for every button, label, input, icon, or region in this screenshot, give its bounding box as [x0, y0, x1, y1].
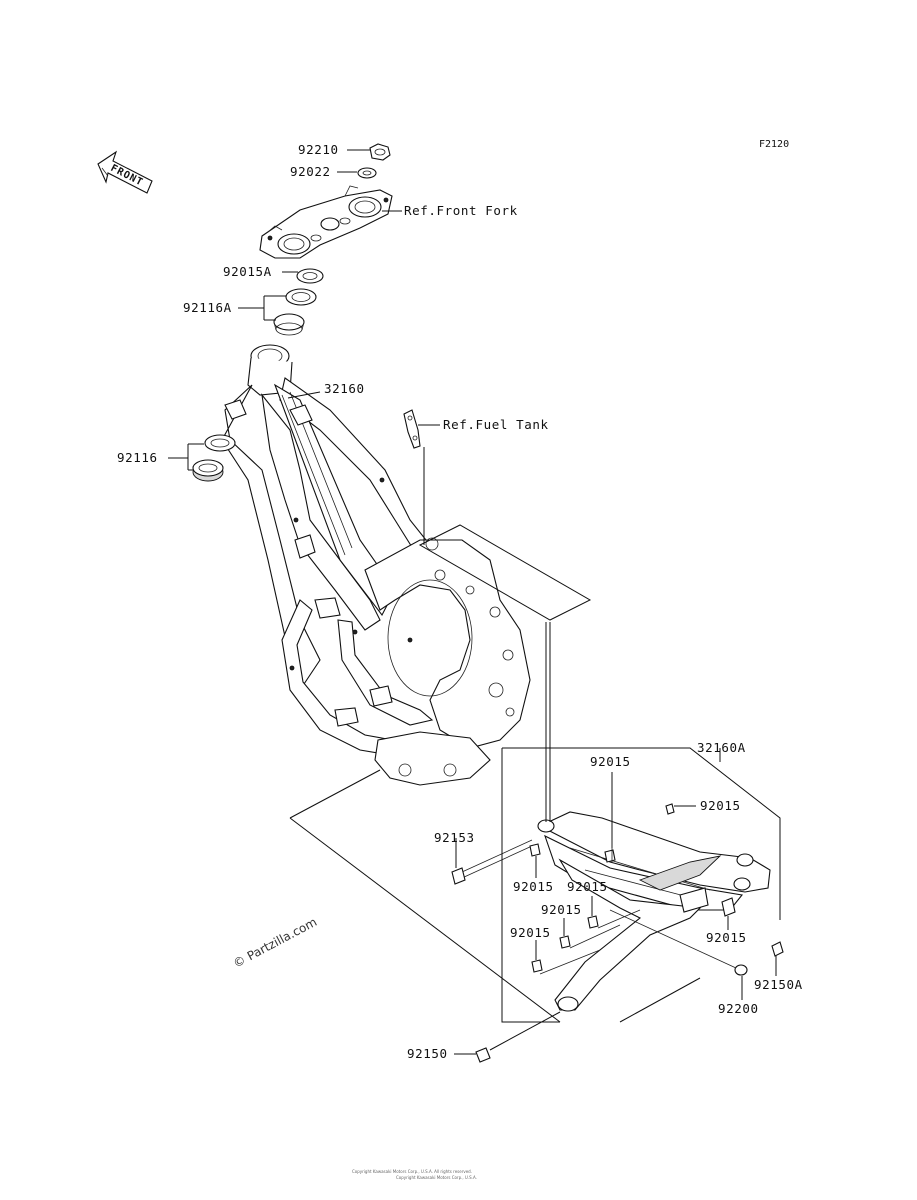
bolt-92153[interactable]: [451, 839, 533, 885]
label-ref-fuel-tank[interactable]: Ref.Fuel Tank: [443, 417, 549, 432]
main-frame[interactable]: [221, 344, 531, 786]
upper-steering-bearing[interactable]: [273, 288, 317, 336]
label-92015-top[interactable]: 92015: [590, 754, 631, 769]
figure-code: F2120: [759, 139, 789, 150]
label-92116A[interactable]: 92116A: [183, 300, 232, 315]
label-92015-lower[interactable]: 92015: [541, 902, 582, 917]
label-92116[interactable]: 92116: [117, 450, 158, 465]
upper-bearing-seal[interactable]: [296, 268, 324, 284]
upper-triple-clamp[interactable]: [259, 185, 393, 259]
sub-frame[interactable]: [537, 811, 771, 1012]
bolt-92150[interactable]: [475, 1047, 491, 1063]
label-92200[interactable]: 92200: [718, 1001, 759, 1016]
watermark: © Partzilla.com: [231, 915, 319, 971]
label-92015-right-top[interactable]: 92015: [700, 798, 741, 813]
label-ref-front-fork[interactable]: Ref.Front Fork: [404, 203, 518, 218]
leader-lines: [168, 149, 781, 1055]
label-92015-mid[interactable]: 92015: [567, 879, 608, 894]
label-32160A[interactable]: 32160A: [697, 740, 746, 755]
stem-washer[interactable]: [357, 167, 377, 179]
label-92022[interactable]: 92022: [290, 164, 331, 179]
front-arrow-icon: FRONT: [97, 150, 153, 194]
lower-steering-bearing[interactable]: [192, 434, 236, 482]
steering-stem-nut[interactable]: [369, 143, 391, 161]
bolt-92150A[interactable]: [771, 941, 784, 957]
label-92150[interactable]: 92150: [407, 1046, 448, 1061]
label-92150A[interactable]: 92150A: [754, 977, 803, 992]
label-92015-mid-left[interactable]: 92015: [513, 879, 554, 894]
label-32160[interactable]: 32160: [324, 381, 365, 396]
label-92015A[interactable]: 92015A: [223, 264, 272, 279]
label-92015-right[interactable]: 92015: [706, 930, 747, 945]
fuel-tank-bracket[interactable]: [403, 409, 421, 449]
label-92153[interactable]: 92153: [434, 830, 475, 845]
label-92015-bottom-left[interactable]: 92015: [510, 925, 551, 940]
collars-92015[interactable]: [529, 803, 736, 973]
footer-line-2: Copyright Kawasaki Motors Corp., U.S.A.: [396, 1175, 477, 1180]
footer-line-1: Copyright Kawasaki Motors Corp., U.S.A. …: [352, 1169, 472, 1174]
part-labels: 92210 92022 Ref.Front Fork 92015A 92116A…: [117, 142, 803, 1061]
label-92210[interactable]: 92210: [298, 142, 339, 157]
collar-92200[interactable]: [734, 964, 748, 976]
